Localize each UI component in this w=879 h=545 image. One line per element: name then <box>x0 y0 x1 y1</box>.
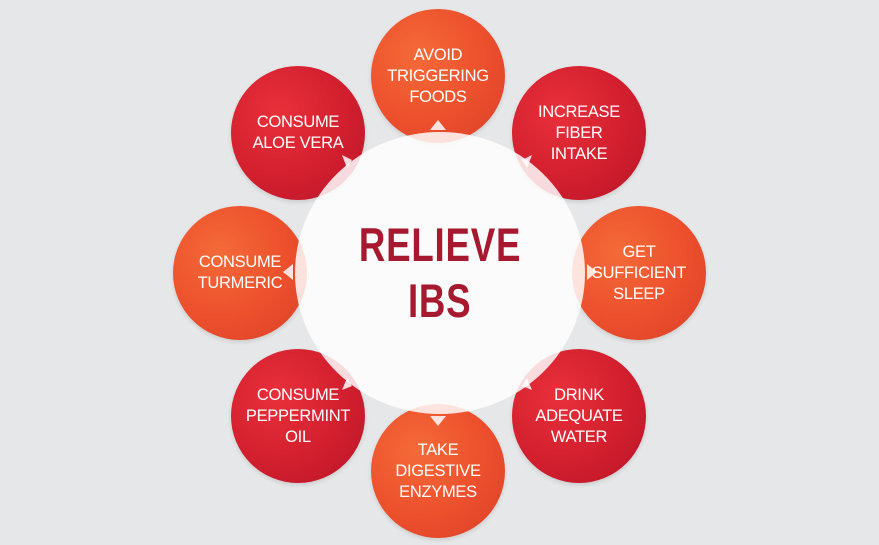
label-consume-turmeric: CONSUME TURMERIC <box>197 253 283 292</box>
notch-bottom <box>430 416 446 426</box>
notch-left <box>283 264 293 280</box>
label-increase-fiber-intake: INCREASE FIBER INTAKE <box>538 102 620 163</box>
label-avoid-triggering-foods: AVOID TRIGGERING FOODS <box>387 45 489 106</box>
label-get-sufficient-sleep: GET SUFFICIENT SLEEP <box>591 242 687 303</box>
label-consume-peppermint-oil: CONSUME PEPPERMINT OIL <box>245 385 351 446</box>
notch-top-left <box>342 155 352 168</box>
notch-top-right <box>522 155 532 168</box>
notch-top <box>430 120 446 130</box>
notch-right <box>587 264 597 280</box>
label-take-digestive-enzymes: TAKE DIGESTIVE ENZYMES <box>395 440 481 501</box>
center-circle: RELIEVE IBS <box>295 132 585 414</box>
notch-bottom-left <box>342 378 352 390</box>
label-drink-adequate-water: DRINK ADEQUATE WATER <box>535 385 623 446</box>
circle-take-digestive-enzymes: TAKE DIGESTIVE ENZYMES <box>371 404 505 538</box>
label-consume-aloe-vera: CONSUME ALOE VERA <box>252 113 344 152</box>
center-title-line2: IBS <box>408 274 472 327</box>
center-title-line1: RELIEVE <box>358 218 522 271</box>
notch-bottom-right <box>522 378 532 390</box>
